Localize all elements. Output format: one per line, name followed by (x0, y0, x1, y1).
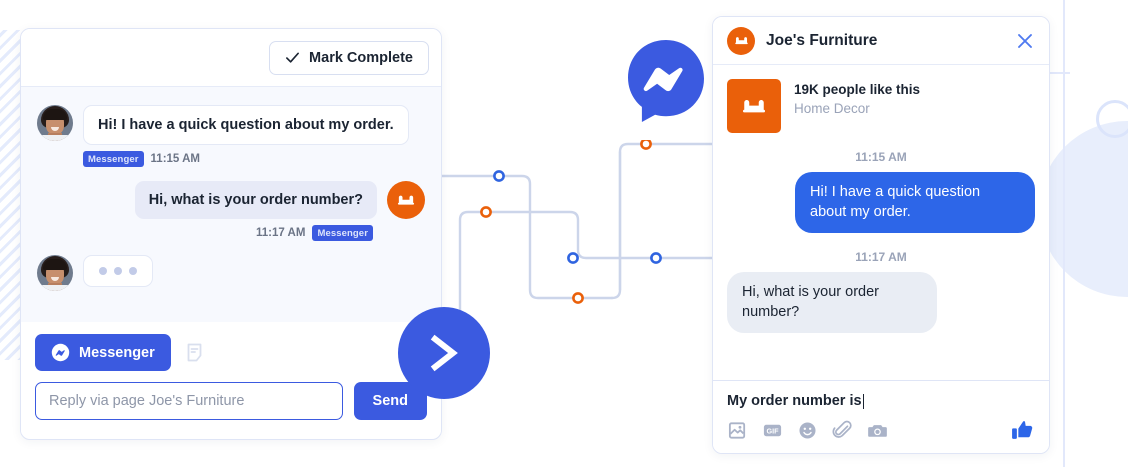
gif-icon[interactable]: GIF (762, 420, 783, 441)
attachment-icon[interactable] (832, 420, 853, 441)
mark-complete-button[interactable]: Mark Complete (269, 40, 429, 75)
agent-card-header: Mark Complete (21, 29, 441, 87)
message-bubble: Hi! I have a quick question about my ord… (83, 105, 409, 146)
send-chevron-decoration (398, 307, 490, 399)
agent-message-thread: Hi! I have a quick question about my ord… (21, 87, 441, 322)
page-category: Home Decor (794, 101, 870, 116)
checkmark-icon (285, 50, 300, 65)
composer-channel-row: Messenger (35, 334, 427, 371)
channel-badge: Messenger (83, 151, 144, 168)
messenger-logo-icon (624, 38, 708, 122)
page-thumbnail-icon (727, 79, 781, 133)
widget-header: Joe's Furniture (713, 17, 1049, 65)
message-timestamp: 11:15 AM (855, 150, 907, 164)
composer-toolbar: GIF (727, 418, 1035, 443)
page-info-card: 19K people like this Home Decor (727, 79, 1035, 133)
widget-conversation: 19K people like this Home Decor 11:15 AM… (713, 65, 1049, 380)
page-info-text: 19K people like this Home Decor (794, 79, 920, 116)
vertical-rail-decoration (1063, 0, 1065, 467)
widget-composer: My order number is GIF (713, 380, 1049, 453)
horizontal-rail-decoration (1040, 72, 1070, 74)
message-bubble: Hi, what is your order number? (727, 272, 937, 334)
message-bubble: Hi! I have a quick question about my ord… (795, 172, 1035, 234)
small-ring-decoration (1096, 100, 1128, 138)
message-input-value: My order number is (727, 393, 862, 409)
camera-icon[interactable] (867, 420, 888, 441)
message-timestamp: 11:15 AM (150, 153, 200, 166)
page-like-count: 19K people like this (794, 82, 921, 97)
message-row-outbound: Hi! I have a quick question about my ord… (727, 172, 1035, 234)
widget-title: Joe's Furniture (766, 31, 878, 49)
typing-indicator-row (37, 255, 425, 292)
customer-avatar (37, 255, 73, 292)
channel-badge: Messenger (312, 225, 373, 242)
mark-complete-label: Mark Complete (309, 49, 413, 66)
message-input[interactable]: My order number is (727, 393, 1035, 409)
text-caret (862, 393, 865, 409)
thumbs-up-icon[interactable] (1010, 418, 1035, 443)
svg-text:GIF: GIF (766, 427, 779, 436)
messenger-chip-icon (51, 343, 70, 362)
agent-inbox-card: Mark Complete Hi! I have a quick questio… (20, 28, 442, 440)
channel-tab-label: Messenger (79, 344, 155, 361)
typing-indicator (83, 255, 153, 288)
message-meta-inbound: Messenger 11:15 AM (83, 151, 425, 168)
message-timestamp: 11:17 AM (855, 250, 907, 265)
close-icon[interactable] (1015, 31, 1035, 51)
image-icon[interactable] (727, 420, 748, 441)
message-bubble: Hi, what is your order number? (134, 181, 377, 220)
message-row-outbound: Hi, what is your order number? (37, 181, 425, 220)
message-meta-outbound: 11:17 AM Messenger (37, 225, 373, 242)
message-row-inbound: Hi! I have a quick question about my ord… (37, 105, 425, 146)
page-logo-icon (727, 26, 755, 55)
customer-avatar (37, 105, 73, 141)
brand-avatar (387, 181, 425, 220)
reply-input[interactable]: Reply via page Joe's Furniture (35, 382, 343, 420)
emoji-icon[interactable] (797, 420, 818, 441)
message-timestamp: 11:17 AM (256, 227, 306, 240)
large-circle-decoration (1039, 121, 1128, 297)
agent-composer: Messenger Reply via page Joe's Furniture… (21, 322, 441, 434)
channel-tab-messenger[interactable]: Messenger (35, 334, 171, 371)
note-icon[interactable] (185, 342, 207, 364)
message-row-inbound: Hi, what is your order number? (727, 272, 1035, 334)
messenger-widget-card: Joe's Furniture 19K people like this Hom… (712, 16, 1050, 454)
composer-reply-row: Reply via page Joe's Furniture Send (35, 382, 427, 420)
